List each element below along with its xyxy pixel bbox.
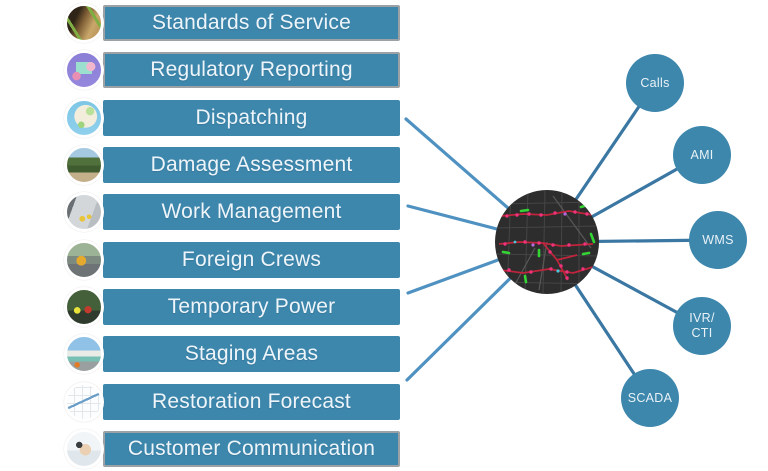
standards-of-service-icon — [64, 3, 104, 43]
process-bar-label: Temporary Power — [167, 295, 336, 318]
process-bar-foreign-crews: Foreign Crews — [103, 242, 400, 278]
foreign-crews-icon — [64, 240, 104, 280]
customer-communication-icon — [64, 429, 104, 469]
process-bar-customer-communication: Customer Communication — [103, 431, 400, 467]
satellite-label: AMI — [690, 147, 714, 162]
process-bar-label: Foreign Crews — [181, 248, 322, 271]
process-bar-dispatching: Dispatching — [103, 100, 400, 136]
outage-map-hub — [495, 190, 599, 294]
satellite-label: WMS — [702, 232, 734, 247]
satellite-circle-ami: AMI — [673, 126, 731, 184]
temporary-power-icon — [64, 287, 104, 327]
outage-map-icon — [495, 190, 599, 294]
satellite-circle-ivr-cti: IVR/ CTI — [673, 297, 731, 355]
restoration-forecast-icon — [64, 382, 104, 422]
regulatory-reporting-icon — [64, 50, 104, 90]
satellite-circle-scada: SCADA — [621, 369, 679, 427]
damage-assessment-icon — [64, 145, 104, 185]
process-bar-label: Customer Communication — [127, 437, 376, 460]
process-bar-work-management: Work Management — [103, 194, 400, 230]
process-bar-label: Damage Assessment — [150, 153, 353, 176]
process-bar-restoration-forecast: Restoration Forecast — [103, 384, 400, 420]
dispatching-map-icon — [64, 98, 104, 138]
process-bar-damage-assessment: Damage Assessment — [103, 147, 400, 183]
work-management-icon — [64, 192, 104, 232]
process-bar-label: Work Management — [161, 200, 342, 223]
process-bar-label: Dispatching — [195, 106, 308, 129]
process-bar-label: Regulatory Reporting — [150, 58, 353, 81]
process-bar-standards-of-service: Standards of Service — [103, 5, 400, 41]
satellite-circle-calls: Calls — [626, 54, 684, 112]
satellite-label: IVR/ CTI — [689, 311, 715, 340]
satellite-label: Calls — [640, 75, 670, 90]
process-bar-temporary-power: Temporary Power — [103, 289, 400, 325]
satellite-circle-wms: WMS — [689, 211, 747, 269]
process-bar-staging-areas: Staging Areas — [103, 336, 400, 372]
process-bar-label: Restoration Forecast — [152, 390, 351, 413]
staging-areas-icon — [64, 334, 104, 374]
satellite-label: SCADA — [627, 390, 673, 405]
process-bar-label: Staging Areas — [184, 342, 319, 365]
process-bar-regulatory-reporting: Regulatory Reporting — [103, 52, 400, 88]
process-bar-label: Standards of Service — [152, 11, 351, 34]
